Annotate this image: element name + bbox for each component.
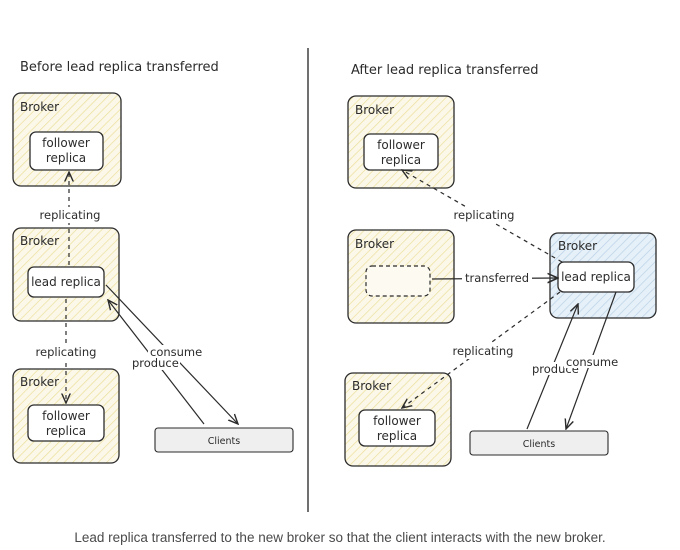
kafka-replica-diagram: Before lead replica transferred Broker f… bbox=[12, 48, 657, 512]
broker-label: Broker bbox=[20, 100, 59, 114]
left-clients-box: Clients bbox=[154, 427, 294, 453]
follower-replica-box bbox=[29, 131, 104, 171]
right-bottom-broker: Broker follower replica bbox=[344, 372, 452, 467]
broker-label: Broker bbox=[355, 237, 394, 251]
right-top-broker: Broker follower replica bbox=[347, 95, 455, 189]
replica-line-1: follower bbox=[42, 409, 90, 423]
left-top-broker: Broker follower replica bbox=[12, 92, 122, 187]
replica-line-1: follower bbox=[377, 138, 425, 152]
right-consume-label: consume bbox=[566, 355, 618, 369]
follower-replica-box bbox=[27, 404, 105, 442]
broker-label: Broker bbox=[355, 103, 394, 117]
broker-label: Broker bbox=[20, 234, 59, 248]
right-replicating-top-label: replicating bbox=[454, 208, 515, 222]
replica-line-2: replica bbox=[46, 424, 86, 438]
replica-line-1: follower bbox=[373, 414, 421, 428]
replica-line-2: replica bbox=[377, 429, 417, 443]
clients-label: Clients bbox=[523, 439, 556, 450]
right-replicating-bottom-label: replicating bbox=[453, 344, 514, 358]
figure-caption: Lead replica transferred to the new brok… bbox=[74, 530, 606, 545]
right-clients-box: Clients bbox=[469, 430, 609, 456]
broker-label: Broker bbox=[20, 375, 59, 389]
left-replicating-bottom-label: replicating bbox=[36, 345, 97, 359]
replica-line-2: replica bbox=[381, 153, 421, 167]
lead-replica-label: lead replica bbox=[561, 270, 631, 284]
right-empty-broker: Broker bbox=[347, 229, 455, 324]
lead-replica-label: lead replica bbox=[31, 275, 101, 289]
left-middle-broker: Broker lead replica bbox=[12, 227, 120, 322]
right-replicating-up-arrow bbox=[402, 170, 563, 263]
left-replicating-top-label: replicating bbox=[40, 208, 101, 222]
replica-line-2: replica bbox=[46, 151, 86, 165]
transferred-label: transferred bbox=[465, 271, 529, 285]
broker-label: Broker bbox=[352, 379, 391, 393]
right-new-broker: Broker lead replica bbox=[549, 232, 657, 319]
replica-line-1: follower bbox=[42, 136, 90, 150]
left-consume-label: consume bbox=[150, 345, 202, 359]
left-produce-label: produce bbox=[132, 356, 179, 370]
follower-replica-box bbox=[358, 409, 436, 447]
broker-label: Broker bbox=[558, 239, 597, 253]
left-bottom-broker: Broker follower replica bbox=[12, 368, 120, 464]
left-panel-title: Before lead replica transferred bbox=[20, 60, 219, 75]
lead-replica-box bbox=[27, 266, 105, 298]
right-panel-title: After lead replica transferred bbox=[351, 63, 539, 78]
clients-label: Clients bbox=[208, 436, 241, 447]
empty-replica-slot bbox=[365, 265, 431, 297]
